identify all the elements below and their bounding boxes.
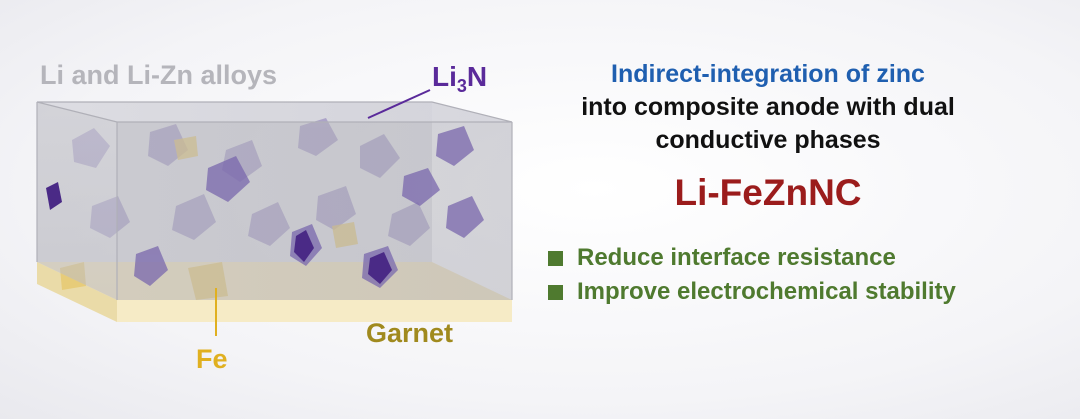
label-li3n-subscript: 3 — [457, 76, 467, 96]
label-li3n-tail: N — [467, 61, 487, 92]
label-garnet: Garnet — [366, 318, 453, 348]
label-fe: Fe — [196, 344, 228, 374]
square-bullet-icon — [548, 284, 563, 300]
benefit-item: Reduce interface resistance — [548, 241, 1048, 275]
box-top-face — [37, 102, 512, 122]
benefit-list: Reduce interface resistance Improve elec… — [548, 241, 1048, 309]
label-li3n-base: Li — [432, 61, 457, 92]
headline-line-1: Indirect-integration of zinc — [611, 60, 925, 88]
label-li-alloys: Li and Li-Zn alloys — [40, 60, 277, 90]
product-name: Li-FeZnNC — [674, 172, 862, 213]
label-li3n: Li3N — [432, 61, 487, 96]
benefit-text: Reduce interface resistance — [577, 244, 896, 271]
summary-panel: Indirect-integration of zinc into compos… — [548, 58, 1048, 309]
benefit-item: Improve electrochemical stability — [548, 275, 1048, 309]
box-front-face — [37, 102, 117, 300]
square-bullet-icon — [548, 250, 563, 266]
headline-line-3: conductive phases — [655, 126, 881, 154]
box-edges — [36, 101, 513, 300]
garnet-layer-front — [37, 262, 117, 322]
li3n-flakes-dark — [46, 182, 392, 284]
benefit-text: Improve electrochemical stability — [577, 278, 956, 305]
headline-line-2: into composite anode with dual — [581, 93, 955, 121]
li3n-pointer — [367, 89, 431, 119]
